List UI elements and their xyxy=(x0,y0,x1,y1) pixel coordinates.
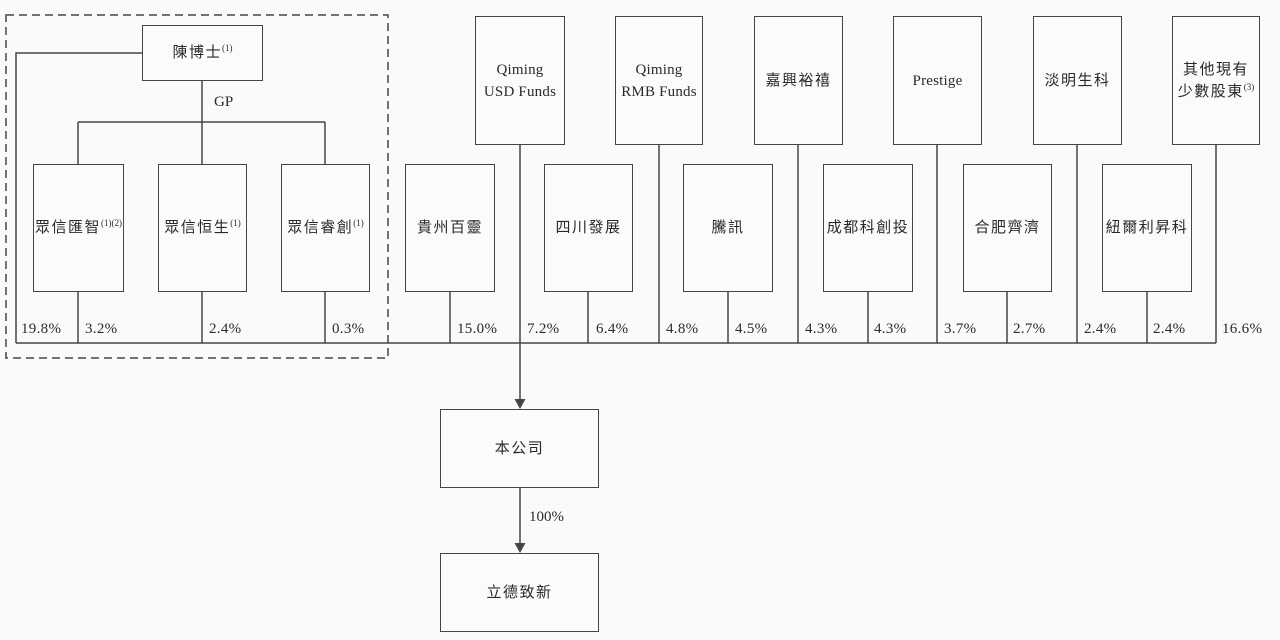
node-zhongxin-ruichuang: 眾信睿創(1) xyxy=(281,164,370,292)
pct-chengdu-kechuangtou: 4.3% xyxy=(874,321,907,337)
arrowhead-subsidiary xyxy=(514,543,526,553)
pct-guizhou-bailing: 15.0% xyxy=(457,321,498,337)
pct-zhongxin-huizhi: 3.2% xyxy=(85,321,118,337)
note-superscript: (1) xyxy=(353,218,364,228)
node-qiming-usd-funds: Qiming USD Funds xyxy=(475,16,565,145)
pct-sichuan-fazhan: 6.4% xyxy=(596,321,629,337)
pct-zhongxin-ruichuang: 0.3% xyxy=(332,321,365,337)
connector-founder-direct xyxy=(15,52,142,343)
pct-jiaxing-yuxi: 4.3% xyxy=(805,321,838,337)
gp-label: GP xyxy=(214,94,234,110)
node-chengdu-kechuangtou: 成都科創投 xyxy=(823,164,913,292)
node-label: 立德致新 xyxy=(486,584,553,601)
founder-group-outline xyxy=(5,14,389,359)
pct-hefei-qiji: 2.7% xyxy=(1013,321,1046,337)
arrowhead-company xyxy=(514,399,526,409)
node-label: 貴州百靈 xyxy=(416,220,483,236)
node-prestige: Prestige xyxy=(893,16,982,145)
note-superscript: (1) xyxy=(230,218,241,228)
node-subsidiary: 立德致新 xyxy=(440,553,599,632)
node-label: 淡明生科 xyxy=(1044,72,1111,89)
node-zhongxin-hengsheng: 眾信恒生(1) xyxy=(158,164,247,292)
node-company: 本公司 xyxy=(440,409,599,488)
pct-qiming-rmb: 4.8% xyxy=(666,321,699,337)
node-label: 眾信睿創(1) xyxy=(287,218,364,237)
node-label: 陳博士(1) xyxy=(172,43,233,62)
node-label: 眾信恒生(1) xyxy=(164,218,241,237)
pct-danming-shengke: 2.4% xyxy=(1084,321,1117,337)
node-hefei-qiji: 合肥齊濟 xyxy=(963,164,1052,292)
node-other-minority-shareholders: 其他現有 少數股東(3) xyxy=(1172,16,1260,145)
node-label: 合肥齊濟 xyxy=(974,220,1041,236)
pct-tencent: 4.5% xyxy=(735,321,768,337)
node-danming-shengke: 淡明生科 xyxy=(1033,16,1122,145)
node-label: 本公司 xyxy=(494,440,545,457)
node-label: 嘉興裕禧 xyxy=(765,72,832,89)
node-label: 紐爾利昇科 xyxy=(1105,220,1189,236)
note-superscript: (1) xyxy=(222,43,233,53)
node-label: 成都科創投 xyxy=(826,220,910,236)
node-founder: 陳博士(1) xyxy=(142,25,263,81)
node-qiming-rmb-funds: Qiming RMB Funds xyxy=(615,16,703,145)
node-label: Qiming USD Funds xyxy=(483,61,557,100)
pct-niuerli-shengke: 2.4% xyxy=(1153,321,1186,337)
node-label: Qiming RMB Funds xyxy=(621,61,697,100)
node-niuerli-shengke: 紐爾利昇科 xyxy=(1102,164,1192,292)
pct-other-minority: 16.6% xyxy=(1222,321,1263,337)
note-superscript: (3) xyxy=(1243,81,1255,92)
node-sichuan-fazhan: 四川發展 xyxy=(544,164,633,292)
pct-prestige: 3.7% xyxy=(944,321,977,337)
pct-subsidiary-ownership: 100% xyxy=(529,509,564,525)
node-label: 眾信匯智(1)(2) xyxy=(34,218,122,237)
note-superscript: (1)(2) xyxy=(101,218,122,228)
node-guizhou-bailing: 貴州百靈 xyxy=(405,164,495,292)
node-zhongxin-huizhi: 眾信匯智(1)(2) xyxy=(33,164,124,292)
node-label: 其他現有 少數股東(3) xyxy=(1177,61,1255,100)
node-tencent: 騰訊 xyxy=(683,164,773,292)
node-label: 四川發展 xyxy=(555,220,622,236)
pct-zhongxin-hengsheng: 2.4% xyxy=(209,321,242,337)
node-jiaxing-yuxi: 嘉興裕禧 xyxy=(754,16,843,145)
pct-qiming-usd: 7.2% xyxy=(527,321,560,337)
pct-founder-direct: 19.8% xyxy=(21,321,62,337)
node-label: Prestige xyxy=(912,72,963,89)
node-label: 騰訊 xyxy=(711,220,745,236)
